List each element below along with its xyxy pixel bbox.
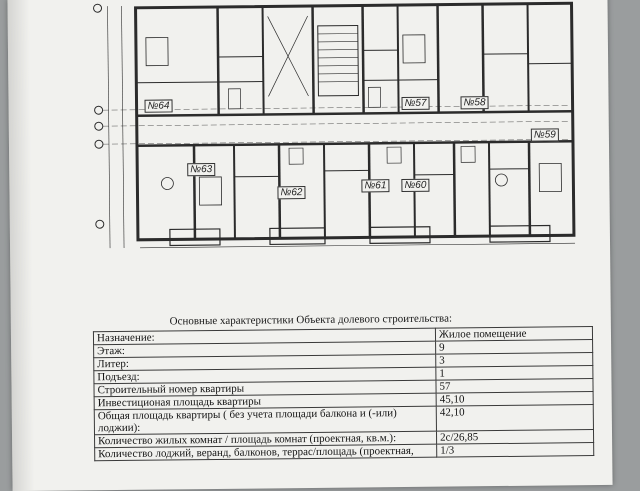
unit-label-61: №61 xyxy=(361,179,389,192)
unit-label-62: №62 xyxy=(277,186,305,199)
row-value: 1/3 xyxy=(437,443,594,458)
row-label: Общая площадь квартиры ( без учета площа… xyxy=(94,406,436,435)
row-value: 42,10 xyxy=(436,405,593,432)
unit-label-64: №64 xyxy=(145,99,173,112)
unit-label-59: №59 xyxy=(531,128,559,141)
unit-label-60: №60 xyxy=(401,179,429,192)
unit-label-63: №63 xyxy=(187,163,215,176)
characteristics-table: Назначение: Жилое помещение Этаж: 9 Лите… xyxy=(93,326,594,461)
document-page: №64 №57 №58 №59 №63 №62 №61 №60 Основные… xyxy=(7,0,612,491)
unit-label-57: №57 xyxy=(401,97,429,110)
unit-label-58: №58 xyxy=(460,96,488,109)
floor-plan xyxy=(67,0,590,261)
page-shadow xyxy=(7,0,34,491)
